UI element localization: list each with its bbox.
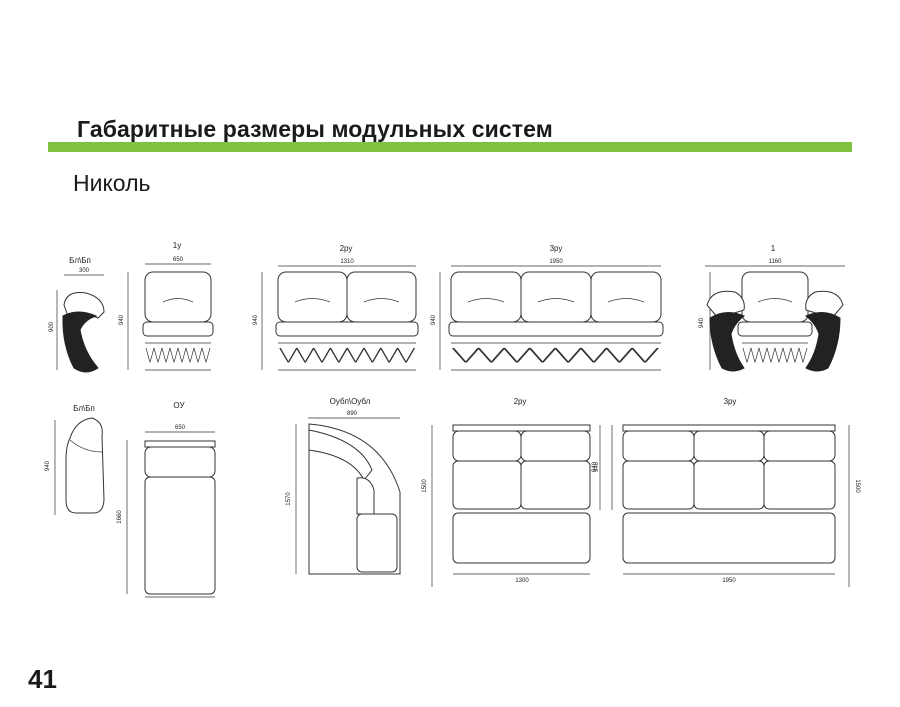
collection-name: Николь — [73, 170, 151, 196]
depth-dim: 1500 — [854, 479, 860, 493]
height-dim: 940 — [699, 317, 705, 328]
module-label: Оубп\Оубл — [330, 397, 371, 406]
height-dim: 940 — [253, 314, 259, 325]
title-accent-bar — [48, 142, 852, 152]
height-dim: 900 — [49, 321, 55, 332]
module-blbp-top: Бл\Бп 940 — [45, 404, 105, 515]
width-dim: 890 — [347, 411, 358, 417]
page-number: 41 — [28, 664, 57, 694]
module-label: 1 — [771, 244, 776, 253]
height-dim: 1660 — [117, 510, 123, 524]
module-blbp-side: Бл\Бп 300 900 — [49, 256, 105, 373]
module-3ru: 3ру 1950 940 — [431, 244, 664, 371]
module-label: 2ру — [514, 397, 527, 406]
module-3ru-top: 3ру 940 1500 1950 — [594, 397, 860, 587]
module-1: 1 1160 940 — [699, 244, 845, 372]
width-dim: 1950 — [722, 578, 736, 584]
depth-dim: 1500 — [422, 479, 428, 493]
module-label: 2ру — [340, 244, 353, 253]
module-2ru-top: 2ру 1500 940 1300 — [422, 397, 601, 587]
module-ou: ОУ 650 1660 — [117, 401, 216, 598]
height-dim: 940 — [119, 314, 125, 325]
width-dim: 650 — [175, 425, 186, 431]
module-oubl: Оубп\Оубл 890 1570 — [286, 397, 401, 575]
module-2ru: 2ру 1310 940 — [253, 244, 419, 371]
width-dim: 300 — [79, 268, 90, 274]
module-1u: 1у 650 940 — [119, 241, 214, 371]
module-label: ОУ — [173, 401, 185, 410]
width-dim: 650 — [173, 257, 184, 263]
width-dim: 1310 — [340, 259, 354, 265]
seat-dim-left: 940 — [594, 461, 600, 472]
height-dim: 940 — [45, 460, 51, 471]
width-dim: 1950 — [549, 259, 563, 265]
height-dim: 1570 — [286, 492, 292, 506]
module-label: 3ру — [724, 397, 737, 406]
module-label: 3ру — [550, 244, 563, 253]
module-label: Бл\Бп — [73, 404, 95, 413]
module-label: 1у — [173, 241, 181, 250]
module-label: Бл\Бп — [69, 256, 91, 265]
width-dim: 1160 — [769, 259, 783, 265]
width-dim: 1300 — [515, 578, 529, 584]
height-dim: 940 — [431, 314, 437, 325]
seat-dim: 940 — [592, 461, 598, 472]
page-title: Габаритные размеры модульных систем — [77, 116, 553, 142]
